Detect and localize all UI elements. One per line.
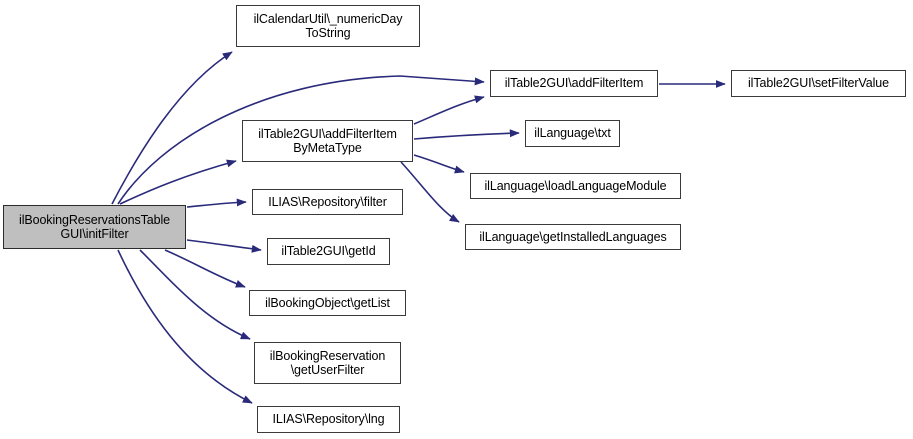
edge-initFilter-addFilterItemByMetaType	[119, 159, 237, 205]
edge-initFilter-addFilterItem	[117, 75, 485, 205]
node-numericDayToString[interactable]: ilCalendarUtil\_numericDay ToString	[236, 5, 420, 47]
edge-initFilter-repositoryLng	[117, 249, 253, 404]
edge-initFilter-repositoryFilter	[186, 198, 247, 208]
node-label-addFilterItem: ilTable2GUI\addFilterItem	[504, 76, 644, 91]
edge-initFilter-getUserFilter	[139, 249, 251, 340]
node-label-loadLanguageModule: ilLanguage\loadLanguageModule	[484, 178, 667, 193]
node-label-getList: ilBookingObject\getList	[265, 295, 390, 310]
node-repository-filter[interactable]: ILIAS\Repository\filter	[252, 189, 403, 215]
node-loadLanguageModule[interactable]: ilLanguage\loadLanguageModule	[470, 173, 681, 199]
node-getUserFilter[interactable]: ilBookingReservation \getUserFilter	[254, 342, 401, 384]
edge-initFilter-getId	[186, 239, 262, 253]
node-label-setFilterValue: ilTable2GUI\setFilterValue	[748, 76, 889, 91]
edge-initFilter-getList	[164, 249, 246, 288]
node-label-getUserFilter: ilBookingReservation \getUserFilter	[269, 348, 386, 378]
node-setFilterValue[interactable]: ilTable2GUI\setFilterValue	[731, 70, 906, 97]
node-label-getId: ilTable2GUI\getId	[281, 244, 376, 259]
node-label-language-txt: ilLanguage\txt	[534, 126, 611, 141]
edge-byMetaType-langTxt	[413, 129, 520, 140]
node-label-addFilterItemByMetaType: ilTable2GUI\addFilterItem ByMetaType	[258, 126, 397, 156]
edge-byMetaType-addFilterItem	[413, 95, 485, 125]
node-addFilterItemByMetaType[interactable]: ilTable2GUI\addFilterItem ByMetaType	[242, 120, 413, 162]
node-getList[interactable]: ilBookingObject\getList	[249, 290, 406, 316]
node-language-txt[interactable]: ilLanguage\txt	[525, 120, 620, 147]
node-label-repository-lng: ILIAS\Repository\lng	[272, 412, 385, 427]
edge-initFilter-numericDayToString	[111, 51, 233, 205]
node-label-numericDayToString: ilCalendarUtil\_numericDay ToString	[253, 11, 403, 41]
node-repository-lng[interactable]: ILIAS\Repository\lng	[257, 406, 400, 433]
node-label-getInstalledLanguages: ilLanguage\getInstalledLanguages	[479, 229, 667, 244]
node-addFilterItem[interactable]: ilTable2GUI\addFilterItem	[490, 70, 658, 97]
edge-byMetaType-loadLanguageModule	[413, 154, 465, 174]
edge-byMetaType-getInstalledLanguages	[400, 161, 460, 223]
node-getInstalledLanguages[interactable]: ilLanguage\getInstalledLanguages	[465, 224, 681, 250]
node-label-initFilter: ilBookingReservationsTable GUI\initFilte…	[19, 212, 170, 242]
node-getId[interactable]: ilTable2GUI\getId	[267, 238, 390, 265]
node-initFilter[interactable]: ilBookingReservationsTable GUI\initFilte…	[3, 205, 186, 249]
node-label-repository-filter: ILIAS\Repository\filter	[268, 194, 387, 209]
